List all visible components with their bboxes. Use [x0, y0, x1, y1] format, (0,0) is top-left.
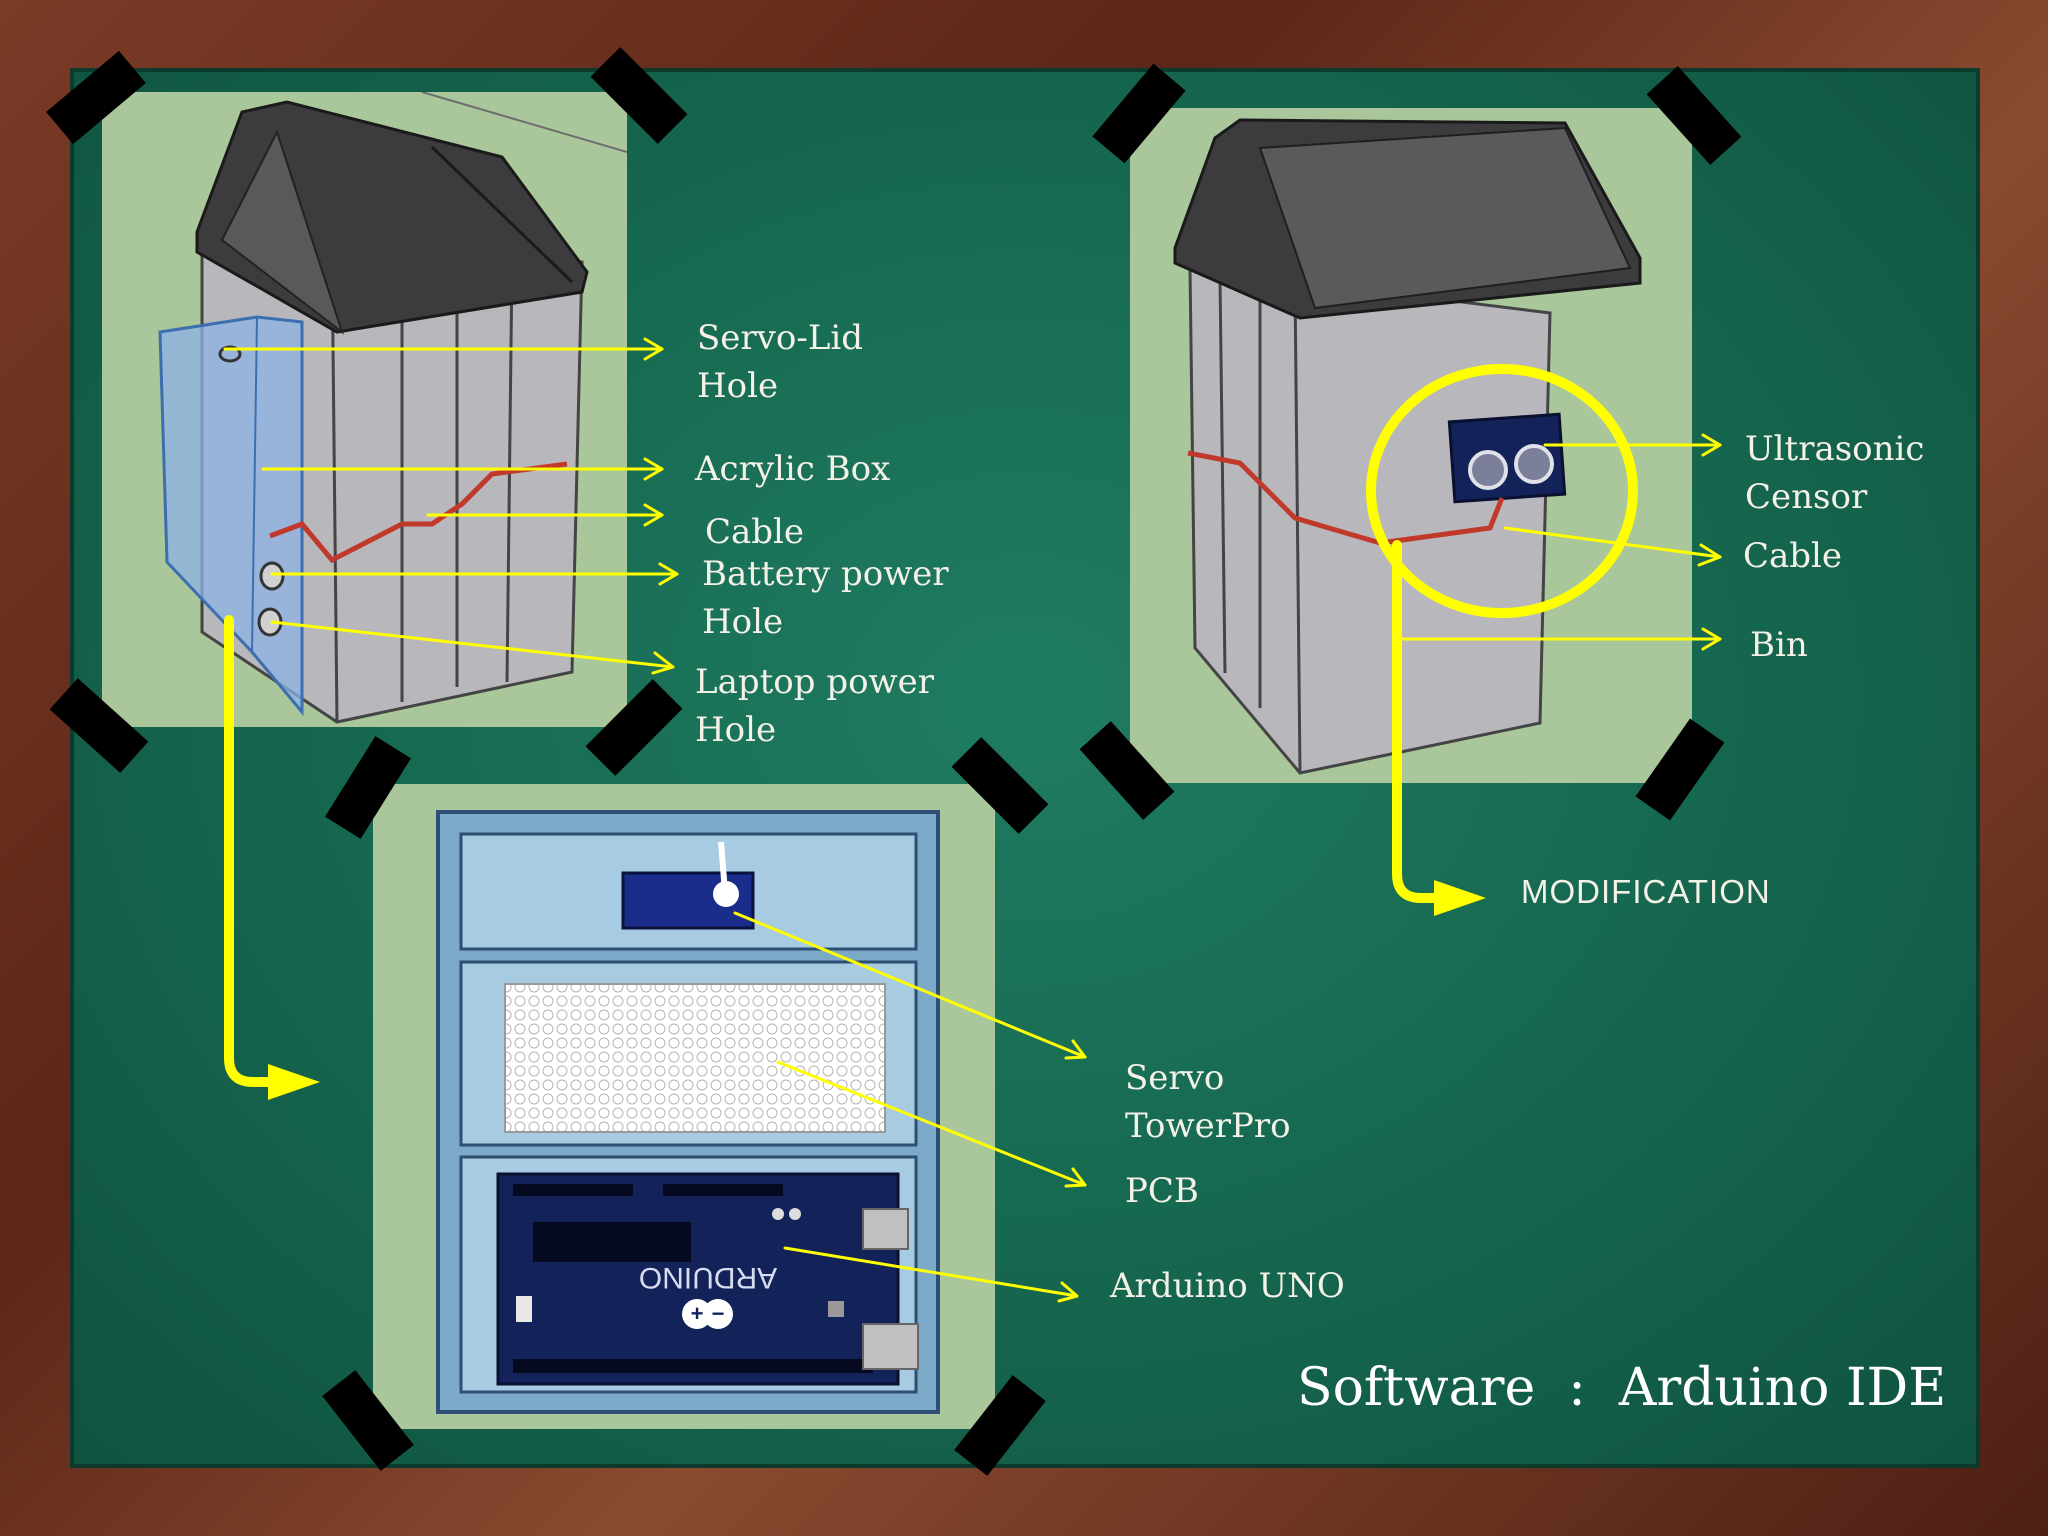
label-battery-power-hole: Battery power Hole [702, 554, 949, 642]
bin-side-drawing [158, 92, 627, 724]
label-pcb: PCB [1125, 1171, 1199, 1211]
label-laptop-power-hole: Laptop power Hole [695, 662, 935, 750]
bin-side-view-image [102, 92, 627, 727]
label-modification: MODIFICATION [1521, 873, 1771, 910]
arduino-board [496, 1172, 900, 1386]
arduino-logo-text: ARDUINO [639, 1261, 777, 1294]
label-servo-towerpro: Servo TowerPro [1125, 1058, 1291, 1146]
label-cable-left: Cable [705, 512, 805, 552]
servo-lid-hole [218, 345, 242, 363]
big-arrow-left [224, 615, 287, 1087]
big-arrow-right [1392, 540, 1445, 903]
sensor-highlight-circle [1366, 364, 1638, 618]
battery-power-hole [259, 561, 285, 591]
red-cable [1187, 450, 1505, 546]
label-arduino-uno: Arduino UNO [1110, 1266, 1345, 1306]
bin-front-drawing [1173, 118, 1642, 775]
red-cable [269, 461, 568, 564]
box-top-drawing: ARDUINO + − [436, 810, 940, 1414]
software-caption: Software : Arduino IDE [1297, 1358, 1947, 1418]
svg-text:+: + [691, 1301, 704, 1326]
acrylic-box-top-view-image: ARDUINO + − [373, 784, 995, 1429]
label-servo-lid-hole: Servo-Lid Hole [697, 318, 864, 406]
svg-text:−: − [712, 1301, 725, 1326]
label-cable-right: Cable [1743, 536, 1843, 576]
label-acrylic-box: Acrylic Box [695, 449, 891, 489]
pcb-board [504, 983, 886, 1133]
label-ultrasonic-censor: Ultrasonic Censor [1745, 429, 1925, 517]
label-bin: Bin [1750, 625, 1808, 665]
